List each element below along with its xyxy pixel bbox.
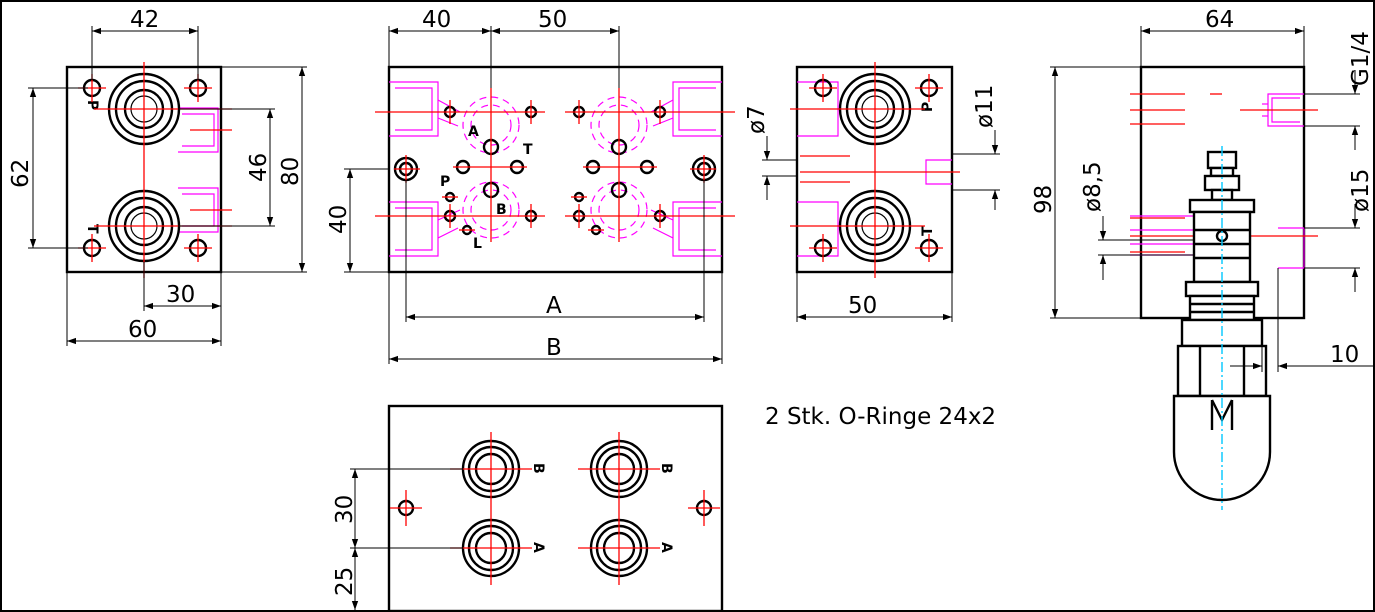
view5-dimension-lines [350,468,463,612]
port-label-l: L [473,236,482,252]
view5-port-letter-b: B [530,463,546,474]
o-ring-note: 2 Stk. O-Ringe 24x2 [765,404,996,430]
view2-dimension-lines [344,26,723,364]
port-label-p: P [440,174,450,190]
view3-port-letter-p: P [920,102,936,112]
view-end-face-left: P T 42 62 [8,7,307,346]
view2-hidden-ports [389,81,722,257]
dimension-label: 25 [332,567,358,596]
view1-dimension-lines [28,26,307,346]
dimension-label: 50 [538,7,567,33]
view3-dimension-lines [762,130,1000,322]
view2-hidden-bores [462,96,648,239]
view4-center-lines [1130,93,1318,253]
view5-port-letter-a: A [658,542,674,553]
dimension-label: 30 [332,495,358,524]
port-label-b: B [496,202,507,218]
view4-hidden-gauge-port [1262,93,1305,269]
dimension-label: ø15 [1348,169,1374,212]
dimension-label: B [546,335,562,361]
view3-center-lines [790,62,960,278]
view5-port-letter-b: B [658,463,674,474]
dimension-label: A [546,293,562,319]
view1-port-letter-p: P [84,100,100,110]
dimension-label: 50 [848,293,877,319]
dimension-label: 80 [278,157,304,186]
view4-dimension-lines [1050,26,1374,372]
view-end-face-right: P T ø7 ø11 50 [744,62,1000,322]
dimension-label: G1/4 [1348,31,1374,86]
dimension-label: 30 [166,282,195,308]
view-bottom: B B A A 30 25 [332,404,724,612]
port-label-t: T [523,142,533,158]
dimension-label: 40 [326,205,352,234]
dimension-label: 46 [246,153,272,182]
view3-port-letter-t: T [920,226,936,236]
view5-center-lines [390,432,720,585]
view1-center-lines [78,62,232,278]
view2-center-lines [375,88,735,242]
view5-port-letter-a: A [530,542,546,553]
view5-body [387,404,724,612]
dimension-label: 62 [8,159,34,188]
dimension-label: ø11 [972,85,998,128]
dimension-label: 10 [1330,342,1359,368]
port-label-a: A [468,124,479,140]
view-side-with-valve: 64 G1/4 98 ø8,5 ø15 10 [1031,7,1374,510]
dimension-label: ø8,5 [1080,161,1106,212]
dimension-label: 40 [422,7,451,33]
view2-body [387,65,724,274]
view1-hidden-ports [178,107,219,233]
view1-port-letter-t: T [84,224,100,234]
dimension-label: 42 [130,7,159,33]
view-top-mounting-face: A T P B L [326,7,735,364]
dimension-label: 98 [1031,185,1057,214]
dimension-label: ø7 [744,105,770,134]
dimension-label: 64 [1205,7,1234,33]
dimension-label: 60 [128,317,157,343]
